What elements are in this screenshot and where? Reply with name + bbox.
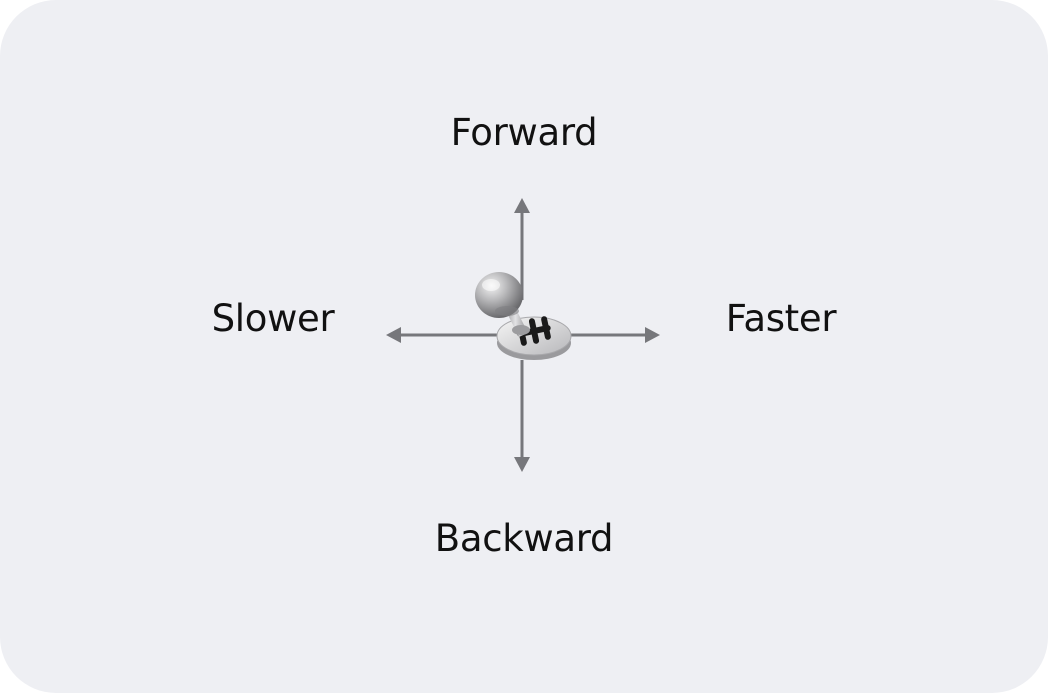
arrow-left [386,327,498,343]
arrow-right [568,327,660,343]
gear-shifter-icon [475,272,572,360]
direction-faster-label: Faster [725,297,837,340]
arrow-up [514,198,530,300]
arrow-down [514,360,530,472]
direction-forward-label: Forward [450,111,598,154]
direction-backward-label: Backward [434,517,614,560]
direction-slower-label: Slower [211,297,335,340]
